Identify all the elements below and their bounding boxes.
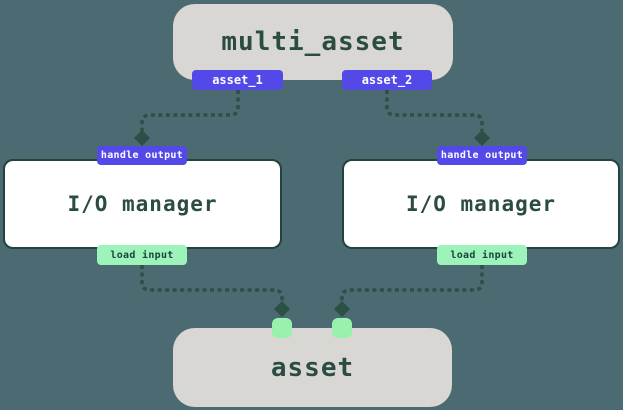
badge-handle-output-right: handle output <box>437 146 527 165</box>
badge-load-input-right-label: load input <box>450 249 514 261</box>
arrowhead-diamond-left-bottom <box>274 301 290 317</box>
badge-handle-output-right-label: handle output <box>440 150 524 161</box>
edge-left-io-to-asset <box>140 265 284 302</box>
badge-load-input-left: load input <box>97 245 187 265</box>
badge-handle-output-left: handle output <box>97 146 187 165</box>
node-asset-title: asset <box>270 352 355 383</box>
badge-asset-1: asset_1 <box>192 70 283 90</box>
arrowhead-diamond-left-top <box>134 130 150 146</box>
asset-input-square-right <box>332 318 352 338</box>
badge-asset-1-label: asset_1 <box>212 73 263 87</box>
node-io-manager-left: I/O manager <box>3 159 282 249</box>
badge-asset-2: asset_2 <box>342 70 432 90</box>
node-asset: asset <box>173 328 452 407</box>
arrowhead-diamond-right-bottom <box>334 301 350 317</box>
badge-load-input-right: load input <box>437 245 527 265</box>
badge-handle-output-left-label: handle output <box>100 150 184 161</box>
edge-asset1-to-left-io <box>140 90 240 131</box>
node-multi-asset-title: multi_asset <box>221 27 405 57</box>
node-io-manager-left-title: I/O manager <box>67 192 218 216</box>
arrowhead-diamond-right-top <box>474 130 490 146</box>
edge-asset2-to-right-io <box>385 90 484 131</box>
badge-asset-2-label: asset_2 <box>361 73 413 87</box>
asset-input-square-left <box>272 318 292 338</box>
node-multi-asset: multi_asset <box>173 4 453 80</box>
edge-right-io-to-asset <box>340 265 484 302</box>
badge-load-input-left-label: load input <box>110 249 174 261</box>
node-io-manager-right-title: I/O manager <box>405 192 557 216</box>
node-io-manager-right: I/O manager <box>342 159 620 249</box>
